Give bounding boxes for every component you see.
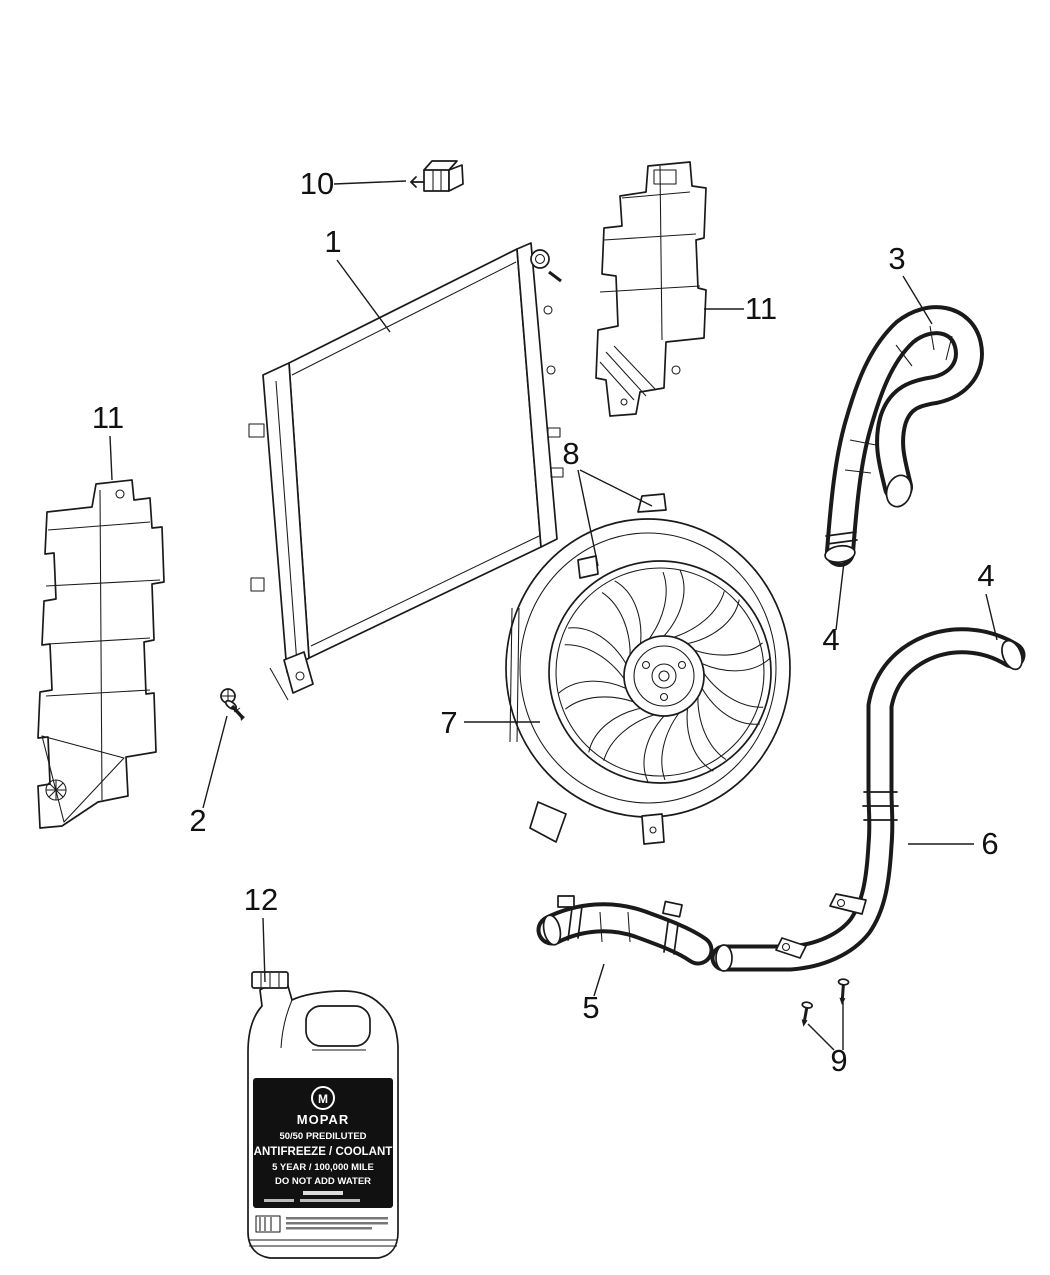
callout-4-left: 4 — [822, 622, 839, 657]
callout-9: 9 — [830, 1043, 847, 1078]
leader-lines — [109, 180, 998, 1051]
callout-8: 8 — [562, 436, 579, 471]
lower-radiator-hose-drawing — [536, 895, 714, 966]
jug-brand: MOPAR — [297, 1112, 349, 1127]
callout-12: 12 — [244, 882, 278, 917]
callout-6: 6 — [981, 826, 998, 861]
callout-1: 1 — [324, 224, 341, 259]
callout-11-right: 11 — [745, 291, 777, 326]
upper-radiator-hose-drawing — [824, 305, 984, 567]
callout-numbers: 10 1 11 3 11 8 4 4 7 6 5 9 2 12 — [92, 166, 999, 1078]
jug-line1: 50/50 PREDILUTED — [279, 1131, 366, 1142]
cooling-fan-module-drawing — [505, 493, 791, 845]
callout-2: 2 — [189, 803, 206, 838]
drain-cock-drawing — [220, 688, 245, 721]
radiator-clip-drawing — [410, 160, 464, 192]
jug-logo-letter: M — [318, 1092, 328, 1106]
callout-11-left: 11 — [92, 400, 124, 435]
jug-line3: 5 YEAR / 100,000 MILE — [272, 1162, 374, 1173]
callout-3: 3 — [888, 241, 905, 276]
callout-4-right: 4 — [977, 558, 994, 593]
coolant-jug-drawing: M MOPAR 50/50 PREDILUTED ANTIFREEZE / CO… — [247, 971, 399, 1259]
callout-7: 7 — [440, 705, 457, 740]
jug-line2: ANTIFREEZE / COOLANT — [254, 1146, 393, 1158]
air-baffle-left-drawing — [37, 479, 165, 829]
jug-line4: DO NOT ADD WATER — [275, 1176, 371, 1187]
outlet-tube-drawing — [710, 627, 1026, 972]
callout-10: 10 — [300, 166, 334, 201]
mounting-screws-drawing — [801, 978, 850, 1027]
callout-5: 5 — [582, 990, 599, 1025]
air-baffle-right-drawing — [595, 161, 707, 417]
radiator-drawing — [248, 242, 564, 701]
